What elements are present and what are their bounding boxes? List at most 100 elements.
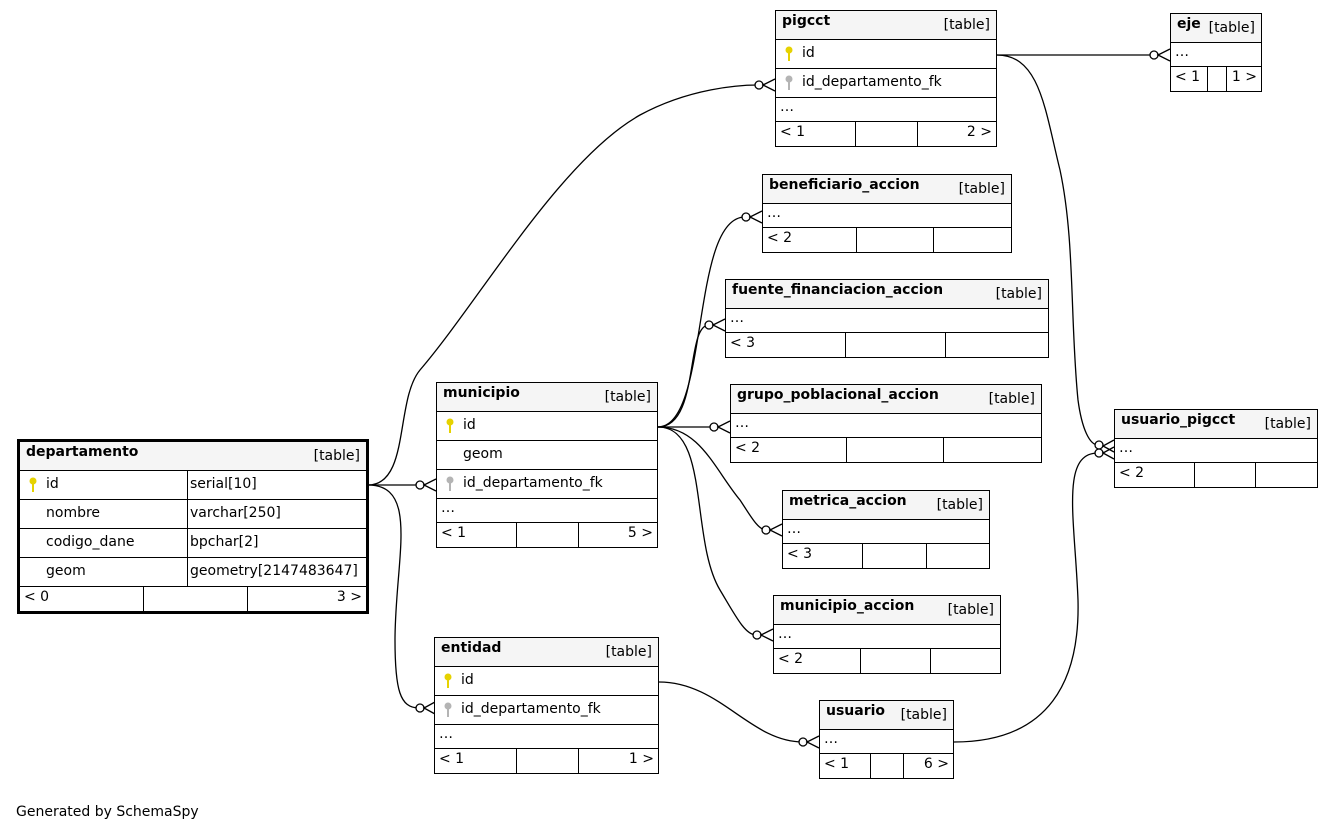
table-footer: < 0 3 >	[20, 587, 366, 611]
column-name: id	[46, 476, 59, 492]
table-name: departamento	[26, 444, 139, 460]
foreign-key-icon	[446, 476, 454, 491]
table-type: [table]	[900, 707, 947, 723]
parents-count: < 3	[730, 335, 756, 351]
more-columns: …	[776, 98, 996, 122]
table-header: usuario_pigcct [table]	[1115, 410, 1317, 439]
column-name: nombre	[46, 505, 101, 521]
column-row[interactable]: id serial[10]	[20, 471, 366, 500]
table-name: eje	[1177, 16, 1201, 32]
column-row[interactable]: nombre varchar[250]	[20, 500, 366, 529]
table-header: municipio [table]	[437, 383, 657, 412]
table-type: [table]	[313, 448, 360, 464]
column-name: id	[802, 45, 815, 61]
column-name: id_departamento_fk	[461, 701, 601, 717]
more-columns: …	[731, 414, 1041, 438]
table-footer: < 2	[731, 438, 1041, 462]
edge-pigcct-usuario-pigcct	[996, 54, 1099, 446]
more-columns: …	[820, 730, 953, 754]
table-departamento[interactable]: departamento [table] id serial[10] nombr…	[17, 439, 369, 614]
column-name: geom	[46, 563, 86, 579]
table-type: [table]	[958, 181, 1005, 197]
table-municipio-accion[interactable]: municipio_accion [table] … < 2	[773, 595, 1001, 674]
more-columns: …	[726, 309, 1048, 333]
column-row[interactable]: id_departamento_fk	[776, 69, 996, 98]
table-footer: < 1 5 >	[437, 523, 657, 547]
foreign-key-icon	[444, 702, 452, 717]
ellipsis: …	[1175, 44, 1189, 60]
table-beneficiario-accion[interactable]: beneficiario_accion [table] … < 2	[762, 174, 1012, 253]
table-type: [table]	[947, 602, 994, 618]
table-footer: < 2	[774, 649, 1000, 673]
table-footer: < 3	[726, 333, 1048, 357]
table-header: grupo_poblacional_accion [table]	[731, 385, 1041, 414]
column-row[interactable]: id	[776, 40, 996, 69]
ellipsis: …	[824, 731, 838, 747]
parents-count: < 1	[441, 525, 467, 541]
table-municipio[interactable]: municipio [table] id geom id_departament…	[436, 382, 658, 548]
children-count: 3 >	[336, 589, 362, 605]
parents-count: < 1	[439, 751, 465, 767]
table-usuario[interactable]: usuario [table] … < 1 6 >	[819, 700, 954, 779]
table-header: municipio_accion [table]	[774, 596, 1000, 625]
table-name: usuario	[826, 703, 886, 719]
column-name: id_departamento_fk	[463, 475, 603, 491]
table-header: beneficiario_accion [table]	[763, 175, 1011, 204]
table-name: municipio_accion	[780, 598, 915, 614]
table-eje[interactable]: eje [table] … < 1 1 >	[1170, 13, 1262, 92]
table-footer: < 2	[1115, 463, 1317, 487]
ellipsis: …	[787, 521, 801, 537]
edge-municipio-metrica	[657, 426, 767, 531]
column-row[interactable]: codigo_dane bpchar[2]	[20, 529, 366, 558]
ellipsis: …	[441, 500, 455, 516]
parents-count: < 0	[24, 589, 50, 605]
table-header: pigcct [table]	[776, 11, 996, 40]
table-pigcct[interactable]: pigcct [table] id id_departamento_fk … <…	[775, 10, 997, 147]
column-row[interactable]: id_departamento_fk	[435, 696, 658, 725]
primary-key-icon	[446, 418, 454, 433]
column-row[interactable]: id	[437, 412, 657, 441]
table-usuario-pigcct[interactable]: usuario_pigcct [table] … < 2	[1114, 409, 1318, 488]
table-header: eje [table]	[1171, 14, 1261, 43]
table-metrica-accion[interactable]: metrica_accion [table] … < 3	[782, 490, 990, 569]
parents-count: < 1	[1175, 69, 1201, 85]
table-footer: < 2	[763, 228, 1011, 252]
parents-count: < 2	[767, 230, 793, 246]
table-footer: < 3	[783, 544, 989, 568]
column-type: bpchar[2]	[190, 534, 259, 550]
edge-municipio-municipio-accion	[657, 426, 757, 636]
table-name: fuente_financiacion_accion	[732, 282, 944, 298]
more-columns: …	[783, 520, 989, 544]
table-name: municipio	[443, 385, 520, 401]
column-row[interactable]: geom geometry[2147483647]	[20, 558, 366, 587]
table-grupo-poblacional-accion[interactable]: grupo_poblacional_accion [table] … < 2	[730, 384, 1042, 463]
table-type: [table]	[1264, 416, 1311, 432]
more-columns: …	[1115, 439, 1317, 463]
table-header: metrica_accion [table]	[783, 491, 989, 520]
edge-municipio-fuente	[657, 324, 710, 428]
more-columns: …	[435, 725, 658, 749]
table-type: [table]	[604, 389, 651, 405]
table-footer: < 1 6 >	[820, 754, 953, 778]
column-row[interactable]: id_departamento_fk	[437, 470, 657, 499]
table-footer: < 1 1 >	[1171, 67, 1261, 91]
children-count: 2 >	[966, 124, 992, 140]
column-name: id_departamento_fk	[802, 74, 942, 90]
primary-key-icon	[29, 477, 37, 492]
more-columns: …	[763, 204, 1011, 228]
table-entidad[interactable]: entidad [table] id id_departamento_fk … …	[434, 637, 659, 774]
table-fuente-financiacion-accion[interactable]: fuente_financiacion_accion [table] … < 3	[725, 279, 1049, 358]
table-type: [table]	[995, 286, 1042, 302]
column-type: varchar[250]	[190, 505, 281, 521]
more-columns: …	[1171, 43, 1261, 67]
parents-count: < 2	[778, 651, 804, 667]
table-type: [table]	[988, 391, 1035, 407]
edge-usuario-usuario-pigcct	[953, 452, 1099, 743]
column-row[interactable]: geom	[437, 441, 657, 470]
edge-departamento-pigcct	[367, 84, 759, 486]
parents-count: < 2	[1119, 465, 1145, 481]
parents-count: < 3	[787, 546, 813, 562]
generated-by-label: Generated by SchemaSpy	[16, 804, 199, 820]
column-row[interactable]: id	[435, 667, 658, 696]
